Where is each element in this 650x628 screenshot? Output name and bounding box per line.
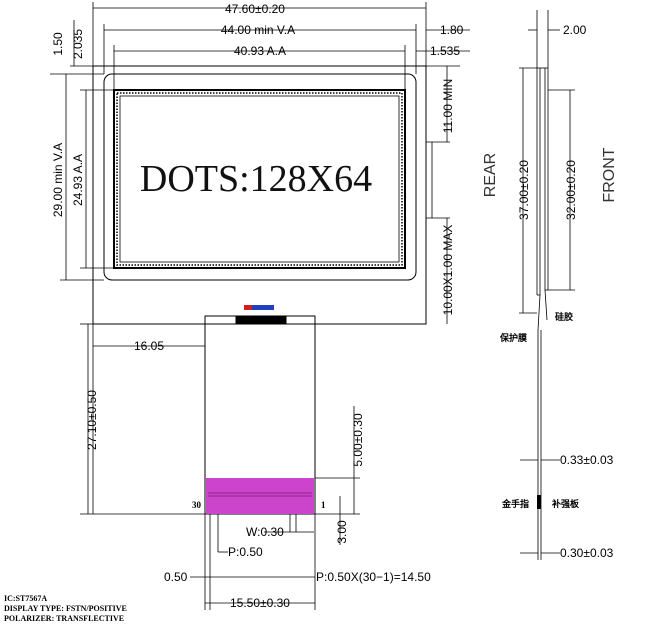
side-dim-top-2: 2.00 <box>563 23 587 37</box>
dim-overall-width: 47.60±0.20 <box>225 2 285 16</box>
note-polarizer: POLARIZER: TRANSFLECTIVE <box>4 614 125 623</box>
pin-30-label: 30 <box>192 500 202 510</box>
side-label-right-top: 硅胶 <box>555 311 573 322</box>
dim-fpc-width: 15.50±0.30 <box>230 596 290 610</box>
dim-aa-height: 24.93 A.A <box>71 154 85 206</box>
fpc-gold-fingers <box>208 492 312 497</box>
dim-w-label: W:0.30 <box>246 525 284 539</box>
side-dim-t033: 0.33±0.03 <box>560 453 614 467</box>
note-ic: IC:ST7567A <box>4 594 48 603</box>
dim-right-10: 10.00X1.00 MAX <box>441 225 455 316</box>
dim-fpc-3: 3.00 <box>335 520 349 544</box>
side-stiffener <box>537 495 541 509</box>
active-area-outline <box>113 89 406 269</box>
viewing-area-outline <box>103 73 417 281</box>
side-dim-h32: 32.00±0.20 <box>564 160 578 220</box>
dim-p-label: P:0.50 <box>228 545 263 559</box>
note-display-type: DISPLAY TYPE: FSTN/POSITIVE <box>4 604 127 613</box>
dim-pitch-label: P:0.50X(30−1)=14.50 <box>316 570 431 584</box>
dim-top-1: 1.50 <box>51 32 65 56</box>
dim-aa-width: 40.93 A.A <box>234 44 286 58</box>
pin-1-label: 1 <box>321 500 326 510</box>
side-label-left-bottom: 金手指 <box>501 498 529 509</box>
connector-marker <box>244 305 274 310</box>
fpc-dimensions <box>80 323 360 610</box>
connector-marker-red <box>244 305 252 310</box>
module-side-view <box>519 10 575 560</box>
dim-left-27: 27.10±0.50 <box>85 390 99 450</box>
dim-right-margin-2: 1.535 <box>430 44 460 58</box>
dim-fpc-5: 5.00±0.30 <box>351 413 365 467</box>
pixel-border <box>116 92 403 266</box>
dim-left-050: 0.50 <box>164 570 188 584</box>
active-area-inner <box>119 95 400 263</box>
right-dimensions <box>426 65 460 324</box>
dim-top-2: 2.035 <box>71 29 85 59</box>
dim-left-16: 16.05 <box>134 339 164 353</box>
side-label-left-top: 保护膜 <box>499 332 528 343</box>
left-dimensions <box>50 20 114 281</box>
dim-right-11: 11.00 MIN <box>441 79 455 133</box>
dim-right-margin-1: 1.80 <box>440 23 464 37</box>
side-dim-t030: 0.30±0.03 <box>560 546 614 560</box>
fpc-connector-block <box>235 315 287 325</box>
side-dim-h37: 37.00±0.20 <box>517 160 531 220</box>
top-dimensions <box>92 2 470 90</box>
spec-notes: IC:ST7567A DISPLAY TYPE: FSTN/POSITIVE P… <box>4 594 127 624</box>
side-rear-label: REAR <box>482 153 499 197</box>
side-label-right-bottom: 补强板 <box>551 498 580 509</box>
dim-va-width: 44.00 min V.A <box>221 23 295 37</box>
dim-va-height: 29.00 min V.A <box>51 143 65 217</box>
side-front-label: FRONT <box>601 147 618 202</box>
dots-label: DOTS:128X64 <box>140 158 372 200</box>
